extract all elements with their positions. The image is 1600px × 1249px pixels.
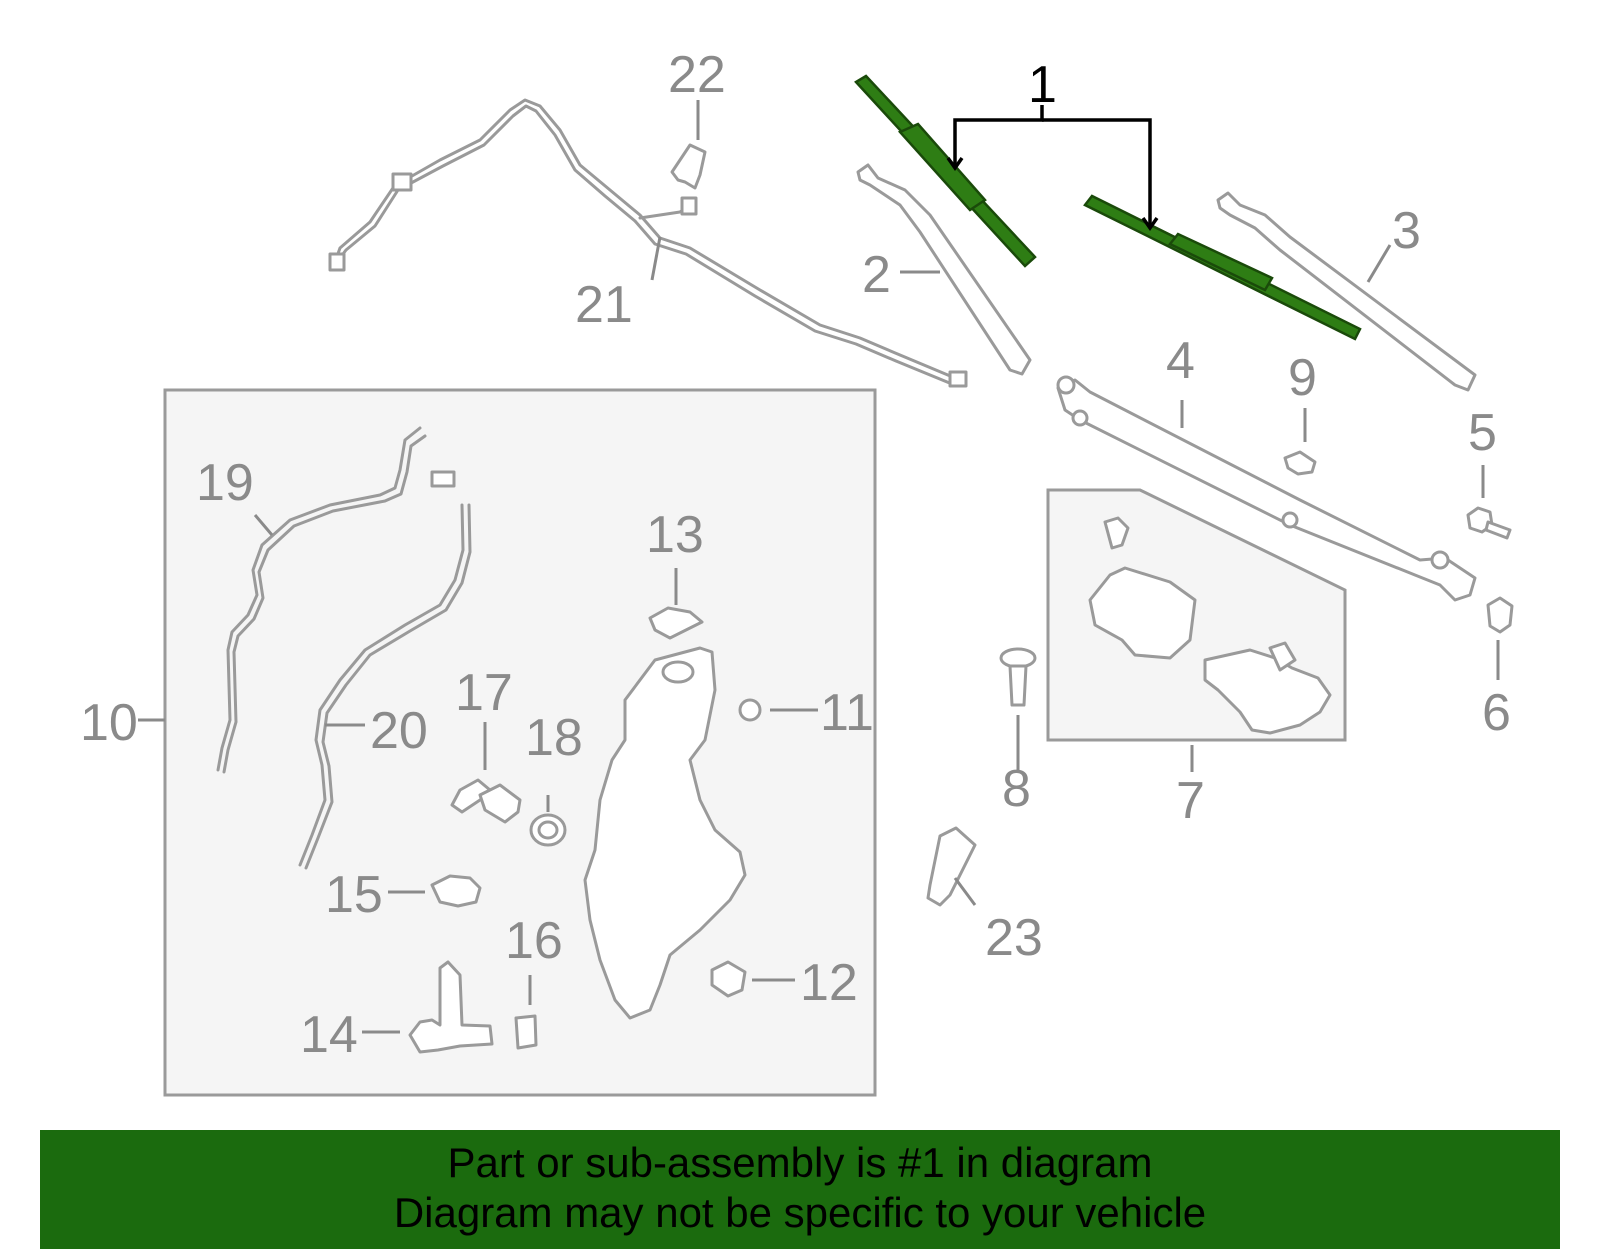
callout-8: 8: [1002, 760, 1031, 818]
info-banner: Part or sub-assembly is #1 in diagram Di…: [40, 1130, 1560, 1249]
callout-1: 1: [1028, 56, 1057, 114]
part-21-washer-hose[interactable]: [328, 98, 968, 388]
callout-12: 12: [800, 954, 858, 1012]
callout-2: 2: [862, 246, 891, 304]
part-7-wiper-motor[interactable]: [1088, 516, 1332, 735]
callout-9: 9: [1288, 349, 1317, 407]
part-11-grommet[interactable]: [738, 698, 762, 722]
part-12-level-sensor[interactable]: [710, 960, 747, 998]
part-23-pin[interactable]: [926, 826, 977, 907]
banner-line-2: Diagram may not be specific to your vehi…: [393, 1189, 1207, 1236]
part-14-pump-motor[interactable]: [408, 960, 494, 1054]
callout-20: 20: [370, 702, 428, 760]
callout-21: 21: [575, 276, 633, 334]
part-9-grommet[interactable]: [1283, 450, 1317, 476]
part-22-washer-nozzle[interactable]: [670, 143, 707, 190]
callout-labels: 1 2 3 4 5 6 7 8 9 10 11 12 13 14 15 16 1…: [80, 46, 1511, 1064]
callout-18: 18: [525, 709, 583, 767]
callout-7: 7: [1176, 772, 1205, 830]
callout-15: 15: [325, 866, 383, 924]
part-1-wiper-blades[interactable]: [854, 74, 1362, 341]
washer-reservoir[interactable]: [583, 646, 747, 1020]
callout-14: 14: [300, 1006, 358, 1064]
part-6-pivot-cap[interactable]: [1486, 596, 1514, 634]
part-8-bolt[interactable]: [999, 647, 1037, 707]
banner-line-1: Part or sub-assembly is #1 in diagram: [447, 1139, 1153, 1186]
callout-11: 11: [820, 684, 874, 742]
wiper-blade-right-section: [1168, 232, 1274, 292]
wiper-blade-left-section: [897, 122, 987, 212]
part-2-wiper-arm-left[interactable]: [856, 163, 1032, 376]
part-20-washer-hose[interactable]: [298, 503, 472, 870]
part-4-wiper-linkage[interactable]: [1056, 375, 1477, 602]
callout-17: 17: [455, 664, 513, 722]
part-13-seal[interactable]: [648, 606, 704, 640]
callout-3: 3: [1392, 202, 1421, 260]
leader-lines: [138, 100, 1500, 1034]
part-18-grommet[interactable]: [529, 813, 567, 847]
callout-16: 16: [505, 912, 563, 970]
part-19-washer-hose[interactable]: [216, 426, 456, 774]
callout-19: 19: [196, 454, 254, 512]
part-3-wiper-arm-right[interactable]: [1216, 191, 1477, 392]
part-16-clip[interactable]: [514, 1014, 538, 1050]
callout-5: 5: [1468, 404, 1497, 462]
part-15-connector[interactable]: [430, 874, 482, 908]
callout-4: 4: [1166, 332, 1195, 390]
part-5-nut[interactable]: [1466, 506, 1512, 540]
callout-10: 10: [80, 694, 138, 752]
part-17-washer-pump[interactable]: [450, 778, 522, 824]
callout-6: 6: [1482, 684, 1511, 742]
callout-23: 23: [985, 909, 1043, 967]
callout-22: 22: [668, 46, 726, 104]
callout-13: 13: [646, 506, 704, 564]
reservoir-inset-box: [163, 388, 877, 1097]
